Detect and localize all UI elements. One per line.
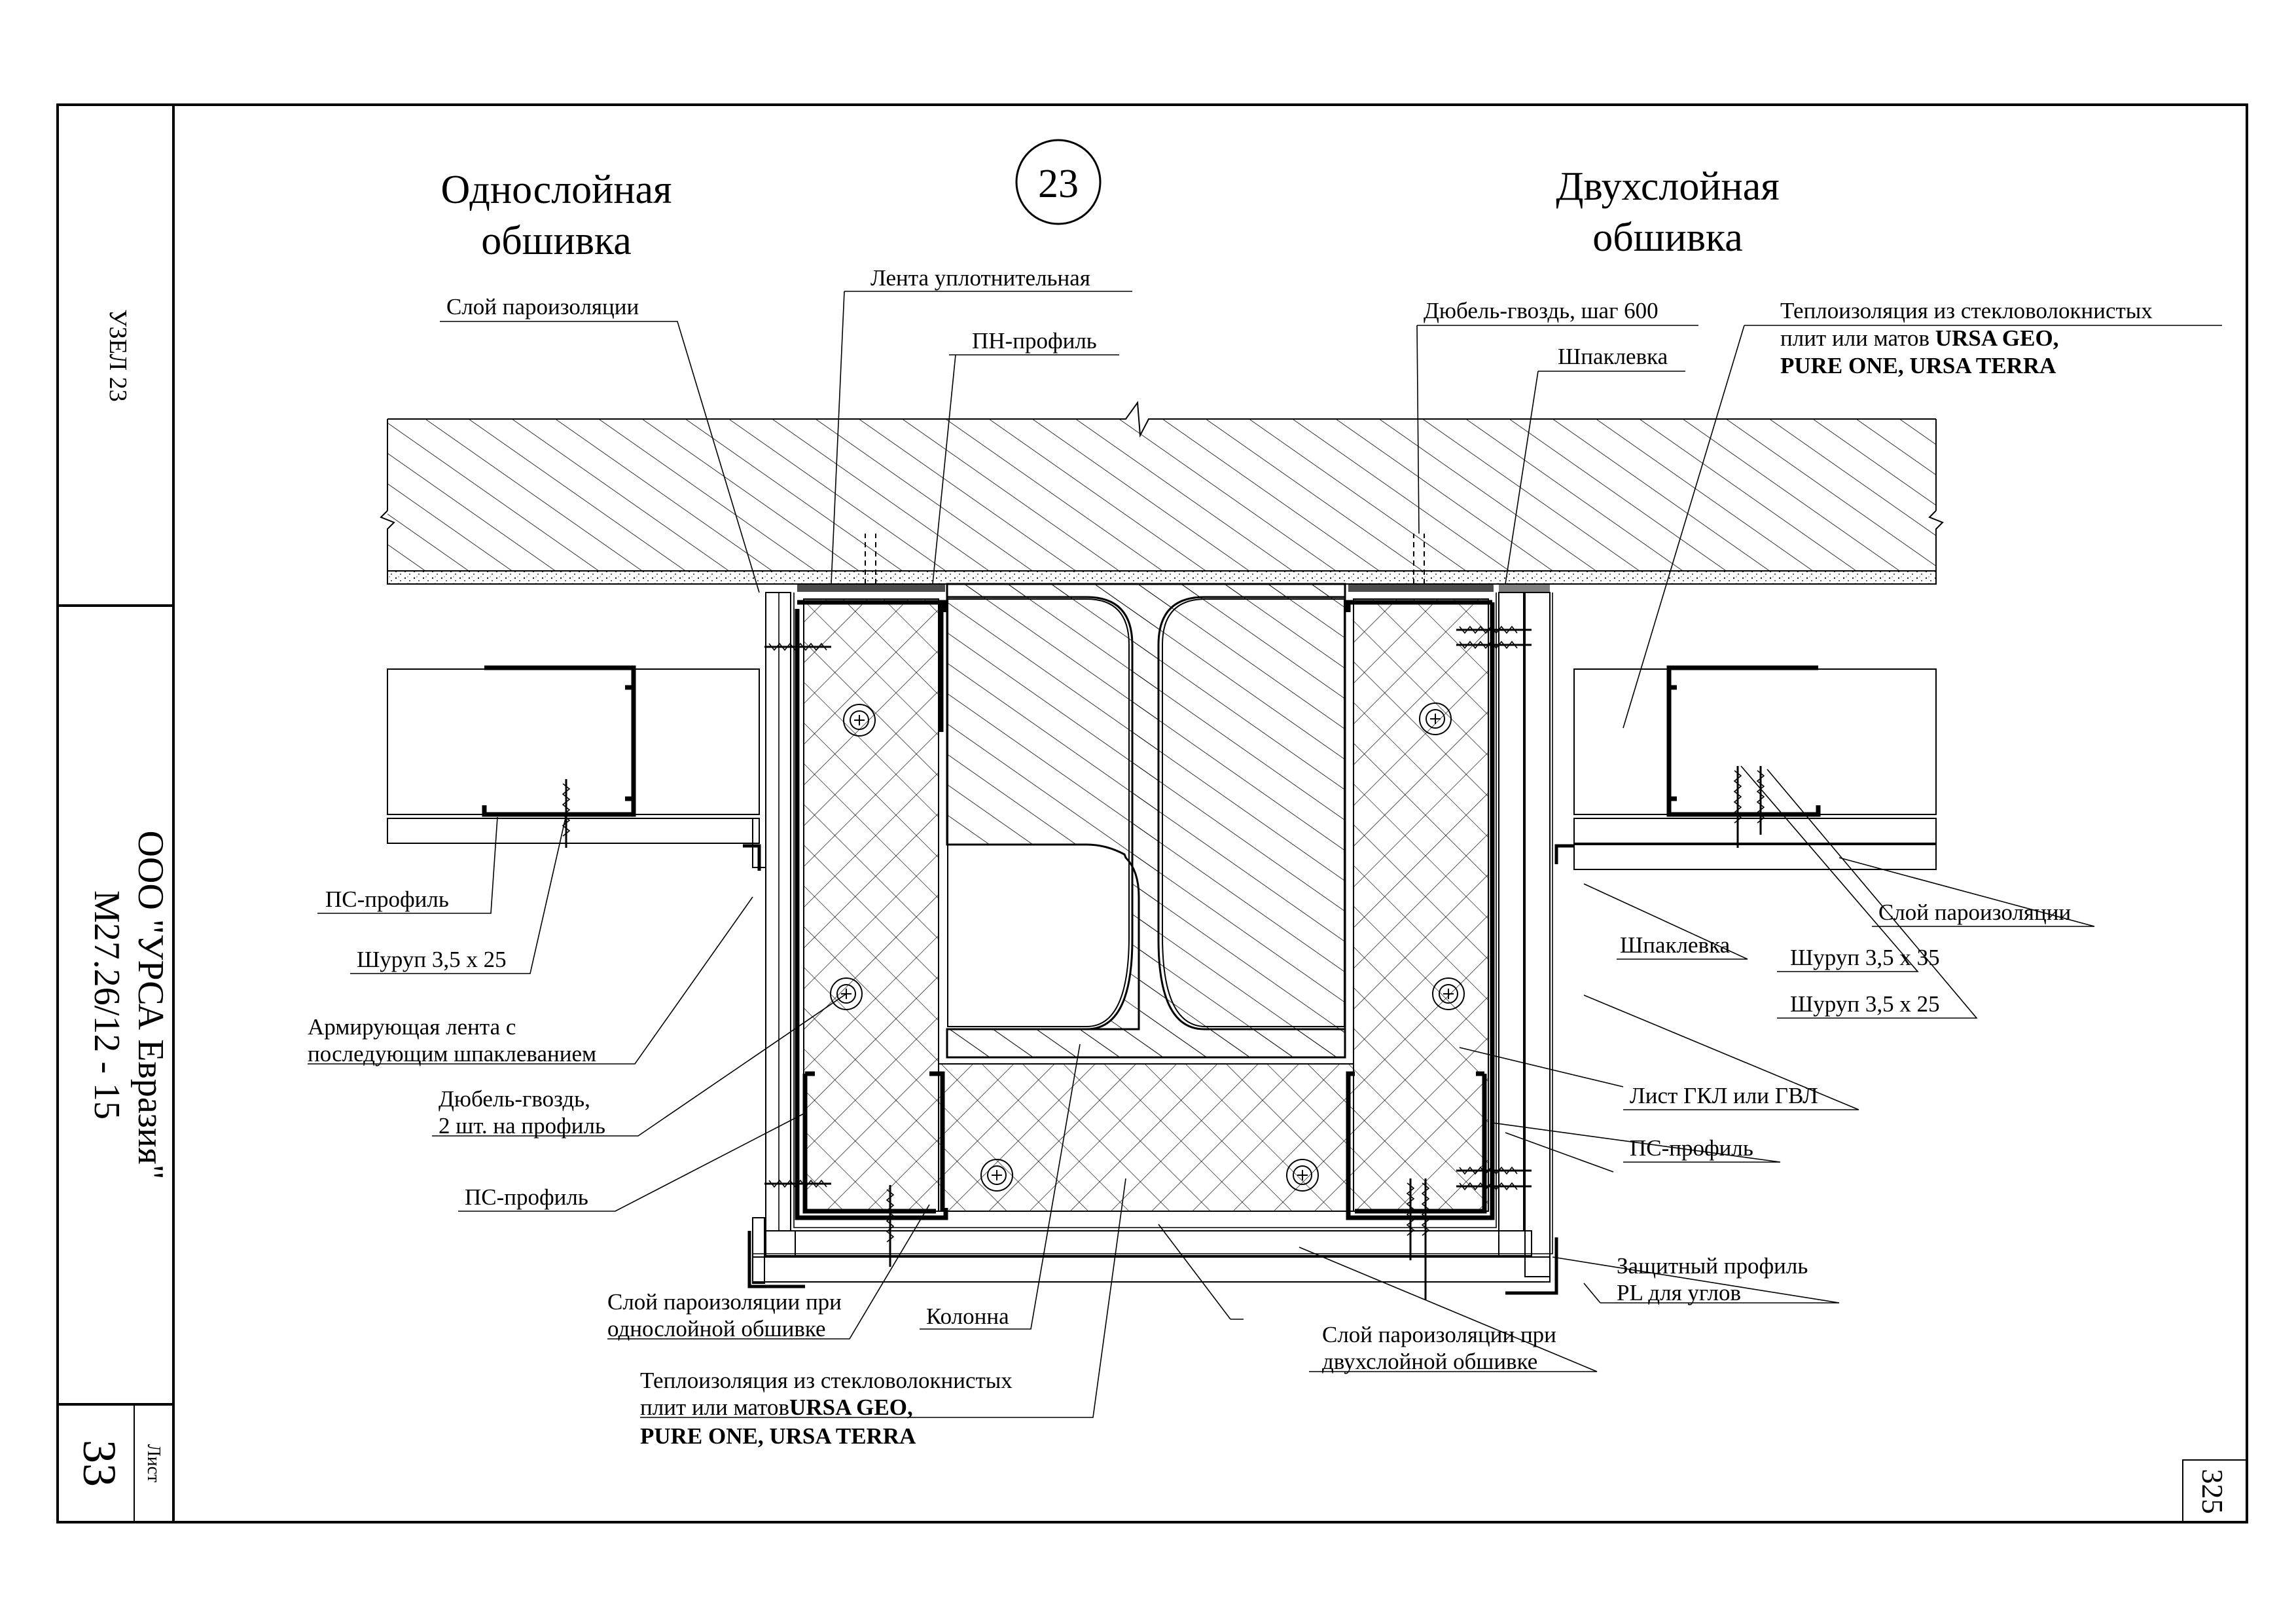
document-code: М27.26/12 - 15 (86, 890, 127, 1120)
leader-lines (308, 291, 2222, 1418)
label-insulation-top-right-2: плит или матов URSA GEO, (1780, 325, 2058, 351)
label-insulation-bottom-2: плит или матовURSA GEO, (640, 1395, 913, 1420)
label-vapor-single-1: Слой пароизоляции при (607, 1289, 842, 1315)
label-sealing-tape: Лента уплотнительная (870, 265, 1090, 291)
label-dowel-top: Дюбель-гвоздь, шаг 600 (1424, 298, 1659, 323)
company-name: ООО "УРСА Евразия" (130, 831, 171, 1180)
sheet-number: 33 (73, 1440, 126, 1487)
label-dowel-left-2: 2 шт. на профиль (439, 1113, 605, 1139)
label-ps-profile-left-top: ПС-профиль (325, 886, 449, 912)
label-reinforce-tape-2: последующим шпаклеванием (308, 1041, 596, 1067)
label-putty-top: Шпаклевка (1558, 344, 1668, 369)
label-insulation-bottom-3: PURE ONE, URSA TERRA (640, 1423, 916, 1449)
ceiling-plaster (387, 570, 1937, 585)
sheet-label: Лист (143, 1444, 164, 1483)
label-ps-profile-left-bottom: ПС-профиль (465, 1184, 588, 1210)
label-reinforce-tape-1: Армирующая лента с (308, 1014, 516, 1040)
corner-profile-pl (743, 818, 1574, 1295)
label-protective-profile-2: PL для углов (1617, 1280, 1741, 1305)
label-insulation-bottom-1: Теплоизоляция из стекловолокнистых (640, 1368, 1013, 1393)
label-gkl-sheet: Лист ГКЛ или ГВЛ (1630, 1083, 1818, 1108)
dowel-symbols (830, 702, 1465, 1192)
label-vapor-double-1: Слой пароизоляции при (1322, 1322, 1556, 1347)
insulation-right-column (1353, 598, 1489, 1212)
title-right-line2: обшивка (1592, 215, 1742, 260)
label-insulation-top-right-1: Теплоизоляция из стекловолокнистых (1780, 298, 2153, 323)
label-putty-right: Шпаклевка (1620, 932, 1731, 958)
label-pn-profile: ПН-профиль (972, 328, 1097, 354)
node-stamp: УЗЕЛ 23 (104, 309, 132, 401)
title-left-line1: Однослойная (440, 168, 672, 212)
profiles-column (795, 600, 1495, 1220)
wall-right-double (1558, 583, 1937, 870)
label-protective-profile-1: Защитный профиль (1617, 1253, 1808, 1279)
label-screw-25-right: Шуруп 3,5 х 25 (1790, 991, 1940, 1017)
column-ibeam (946, 583, 1346, 1059)
node-number-badge: 23 (1015, 139, 1102, 225)
label-vapor-double-2: двухслойной обшивке (1322, 1349, 1537, 1374)
sealing-tape-left (797, 584, 945, 592)
title-right-line1: Двухслойная (1556, 164, 1780, 209)
sealing-tape-right (1348, 584, 1494, 592)
sheet-frame (56, 103, 2248, 1523)
label-insulation-top-right-3: PURE ONE, URSA TERRA (1780, 353, 2056, 378)
annotations: Слой пароизоляции Лента уплотнительная П… (308, 265, 2153, 1449)
vapor-barrier-column (753, 593, 1553, 1254)
label-vapor-right: Слой пароизоляции (1878, 900, 2071, 925)
wall-left-single (387, 583, 760, 844)
concrete-slab (380, 401, 1944, 572)
label-vapor-top-left: Слой пароизоляции (446, 294, 639, 319)
sealing-tape-wall (1499, 584, 1550, 593)
label-screw-35: Шуруп 3,5 х 35 (1790, 945, 1940, 970)
title-left-line2: обшивка (481, 219, 631, 263)
label-ps-profile-right: ПС-профиль (1630, 1135, 1753, 1161)
label-screw-left: Шуруп 3,5 х 25 (357, 947, 507, 972)
label-column: Колонна (926, 1304, 1009, 1329)
screws (562, 625, 1765, 1300)
insulation-left-column (803, 598, 939, 1212)
insulation-bottom-column (938, 1063, 1354, 1212)
label-vapor-single-2: однослойной обшивке (607, 1316, 826, 1341)
page-number: 325 (2196, 1469, 2229, 1514)
label-dowel-left-1: Дюбель-гвоздь, (439, 1086, 590, 1112)
svg-text:23: 23 (1038, 162, 1079, 206)
